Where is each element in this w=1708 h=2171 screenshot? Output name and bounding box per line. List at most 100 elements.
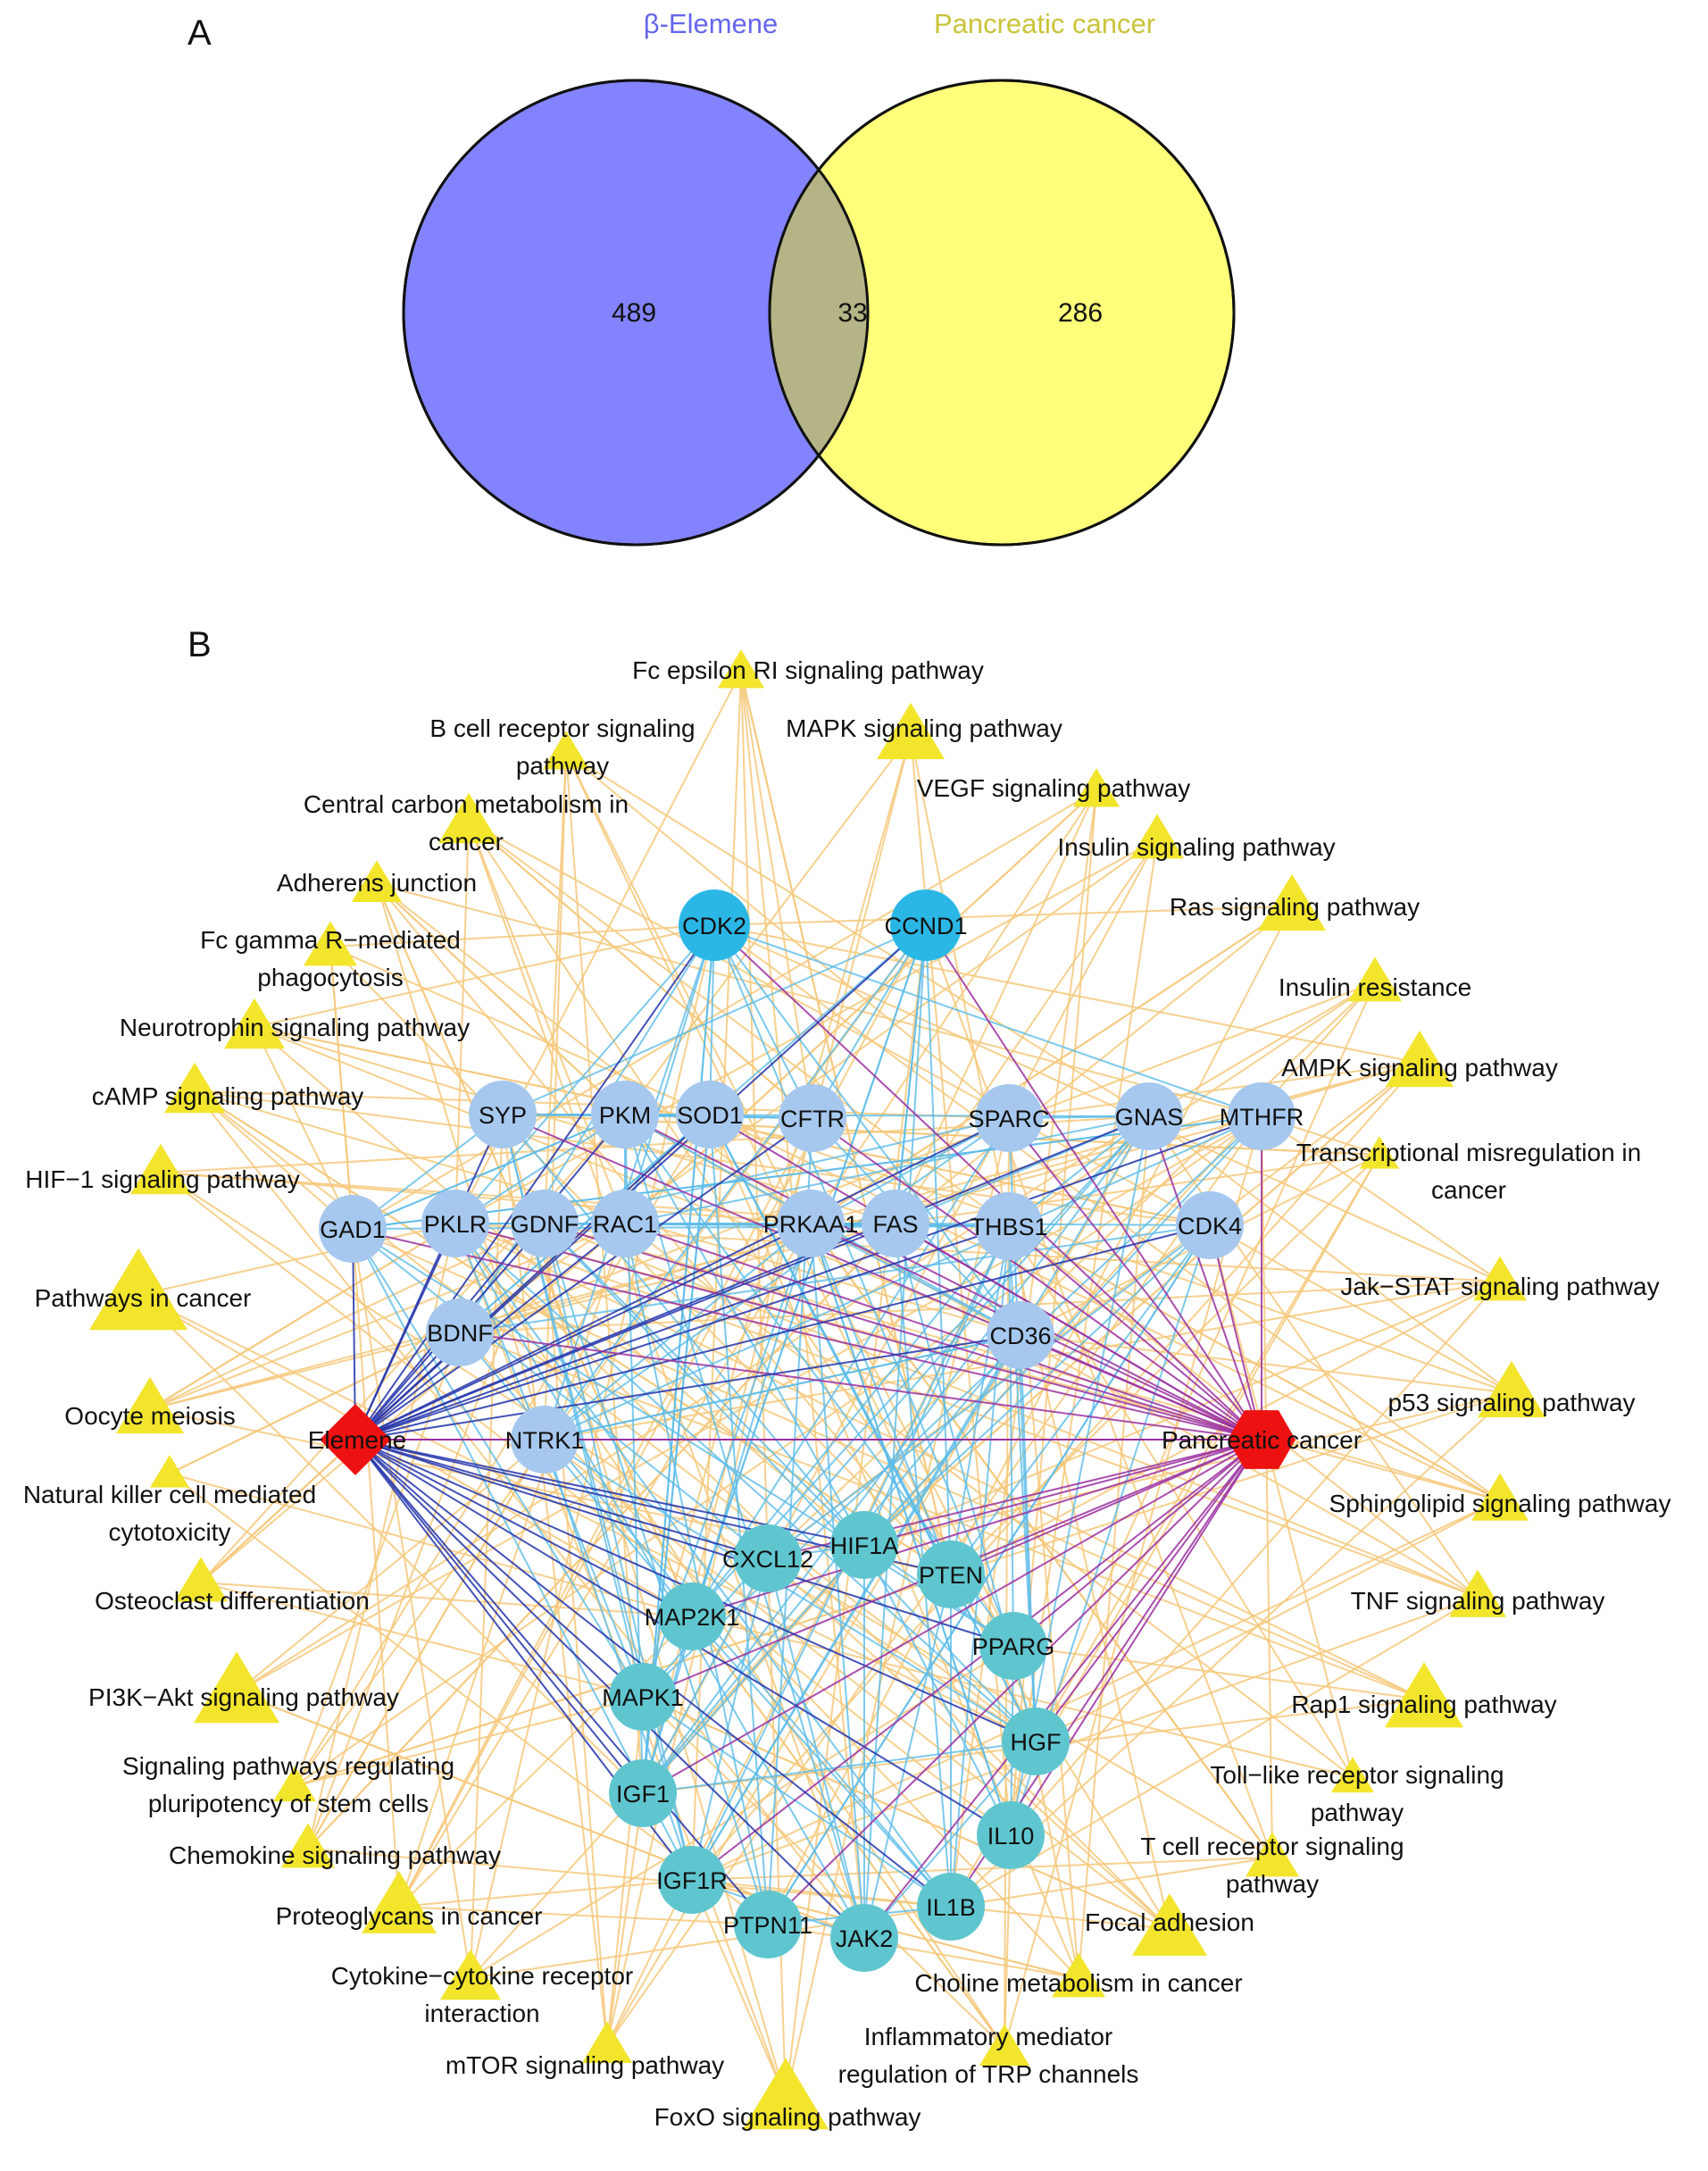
pathway-edge xyxy=(606,1117,813,2046)
target-node-gad1 xyxy=(319,1195,387,1263)
target-node-bdnf xyxy=(426,1298,494,1366)
pathway-edge xyxy=(624,789,1097,1224)
target-node-sod1 xyxy=(676,1081,744,1148)
target-node-ccnd1 xyxy=(890,889,962,961)
pathway-node-central-carbon-metabolism-in xyxy=(438,792,499,844)
pancreatic-edge xyxy=(812,1117,1262,1440)
pathway-label: Focal adhesion xyxy=(1085,1908,1254,1936)
hub-node-elemene xyxy=(320,1404,391,1475)
pathway-edge xyxy=(459,981,1376,1333)
ppi-edge xyxy=(691,1616,952,1908)
ppi-edge xyxy=(502,1114,865,1546)
pathway-node-mtor-signaling-pathway xyxy=(582,2021,632,2063)
pathway-edge xyxy=(895,789,1097,1224)
pathway-edge xyxy=(160,1172,812,1224)
pathway-edge xyxy=(785,1117,1010,2100)
elemene-edge xyxy=(354,1223,896,1440)
ppi-edge xyxy=(863,1741,1037,1939)
pathway-edge xyxy=(470,1114,504,1979)
pathway-edge xyxy=(454,1223,1425,1700)
target-label: CXCL12 xyxy=(722,1546,813,1573)
target-label: IL1B xyxy=(926,1894,976,1921)
pathway-edge xyxy=(713,924,1501,1282)
pathway-edge xyxy=(352,1228,400,1908)
pathway-label: Toll−like receptor signaling xyxy=(1210,1761,1504,1789)
pathway-node-b-cell-receptor-signaling xyxy=(543,731,589,770)
pathway-label: PI3K−Akt signaling pathway xyxy=(88,1683,399,1711)
pathway-edge xyxy=(200,1582,693,1617)
target-node-ntrk1 xyxy=(511,1406,579,1474)
pathway-label: phagocytosis xyxy=(257,964,403,991)
pathway-edge xyxy=(544,1439,1171,1930)
pathway-edge xyxy=(606,1792,644,2046)
pancreatic-edge xyxy=(1148,1115,1262,1440)
pathway-edge xyxy=(606,1696,644,2046)
pathway-label: Adherens junction xyxy=(277,869,477,897)
pathway-edge xyxy=(502,1114,608,2046)
pathway-edge xyxy=(149,1223,456,1410)
target-node-jak2 xyxy=(830,1904,898,1972)
pancreatic-edge xyxy=(624,1223,1262,1440)
ppi-edge xyxy=(863,1574,952,1939)
pathway-edge xyxy=(352,789,1097,1230)
ppi-edge xyxy=(642,1115,1150,1698)
target-label: IL10 xyxy=(987,1823,1035,1850)
ppi-edge xyxy=(810,1117,1010,1224)
ppi-edge xyxy=(691,924,927,1617)
pathway-label: AMPK signaling pathway xyxy=(1281,1054,1558,1081)
pathway-label: Cytokine−cytokine receptor xyxy=(331,1962,634,1990)
venn-left-title: β-Elemene xyxy=(644,8,779,39)
pathway-edge xyxy=(454,839,1158,1224)
target-node-thbs1 xyxy=(975,1192,1043,1260)
pathway-edge xyxy=(236,1439,546,1693)
pathway-node-mapk-signaling-pathway xyxy=(877,702,945,760)
ppi-edge xyxy=(1020,1334,1037,1742)
target-label: PRKAA1 xyxy=(763,1211,859,1238)
pathway-edge xyxy=(1004,1117,1010,2049)
ppi-edge xyxy=(691,1115,1150,1881)
pathway-edge xyxy=(565,752,644,1794)
pathway-edge xyxy=(950,1596,1479,1908)
target-label: NTRK1 xyxy=(505,1427,585,1454)
pancreatic-edge xyxy=(1035,1439,1262,1742)
ppi-edge xyxy=(352,1228,769,1559)
pathway-edge xyxy=(565,752,1010,1119)
elemene-edge xyxy=(354,1114,626,1440)
elemene-edge xyxy=(354,1439,865,1939)
target-label: GAD1 xyxy=(320,1216,386,1243)
ppi-edge xyxy=(544,1117,1010,1440)
target-label: MTHFR xyxy=(1220,1104,1304,1131)
pancreatic-edge xyxy=(691,1439,1262,1881)
ppi-edge xyxy=(352,1114,626,1230)
hub-label: Elemene xyxy=(308,1426,407,1454)
pathway-edge xyxy=(376,883,1262,1117)
pathway-label: VEGF signaling pathway xyxy=(917,774,1191,802)
pathway-node-signaling-pathways-regulating xyxy=(273,1766,316,1802)
pathway-edge xyxy=(895,1154,1380,1224)
pathway-label: Insulin resistance xyxy=(1279,973,1471,1001)
pathway-edge xyxy=(624,1223,1354,1778)
ppi-edge xyxy=(810,1223,952,1575)
target-label: GDNF xyxy=(511,1211,579,1238)
pancreatic-edge xyxy=(895,1223,1262,1440)
pathway-edge xyxy=(713,924,1421,1064)
pathway-edge xyxy=(767,981,1376,1559)
pathway-label: Pathways in cancer xyxy=(35,1284,252,1312)
ppi-edge xyxy=(544,1439,693,1617)
pathway-label: Sphingolipid signaling pathway xyxy=(1329,1490,1671,1517)
pathway-edge xyxy=(352,1228,471,1979)
pathway-edge xyxy=(691,1857,1273,1881)
pathway-label: cytotoxicity xyxy=(109,1518,231,1546)
target-label: CD36 xyxy=(989,1323,1051,1349)
pathway-node-insulin-resistance xyxy=(1348,956,1402,1002)
ppi-edge xyxy=(544,1334,1021,1440)
ppi-edge xyxy=(502,924,927,1115)
target-label: CCND1 xyxy=(884,913,967,939)
pathway-label: Rap1 signaling pathway xyxy=(1291,1691,1556,1718)
pathway-node-natural-killer-cell-mediated xyxy=(150,1455,189,1488)
pathway-node-camp-signaling-pathway xyxy=(164,1062,225,1114)
pathway-node-sphingolipid-signaling-pathway xyxy=(1471,1473,1529,1521)
pathway-label: B cell receptor signaling xyxy=(429,714,695,742)
